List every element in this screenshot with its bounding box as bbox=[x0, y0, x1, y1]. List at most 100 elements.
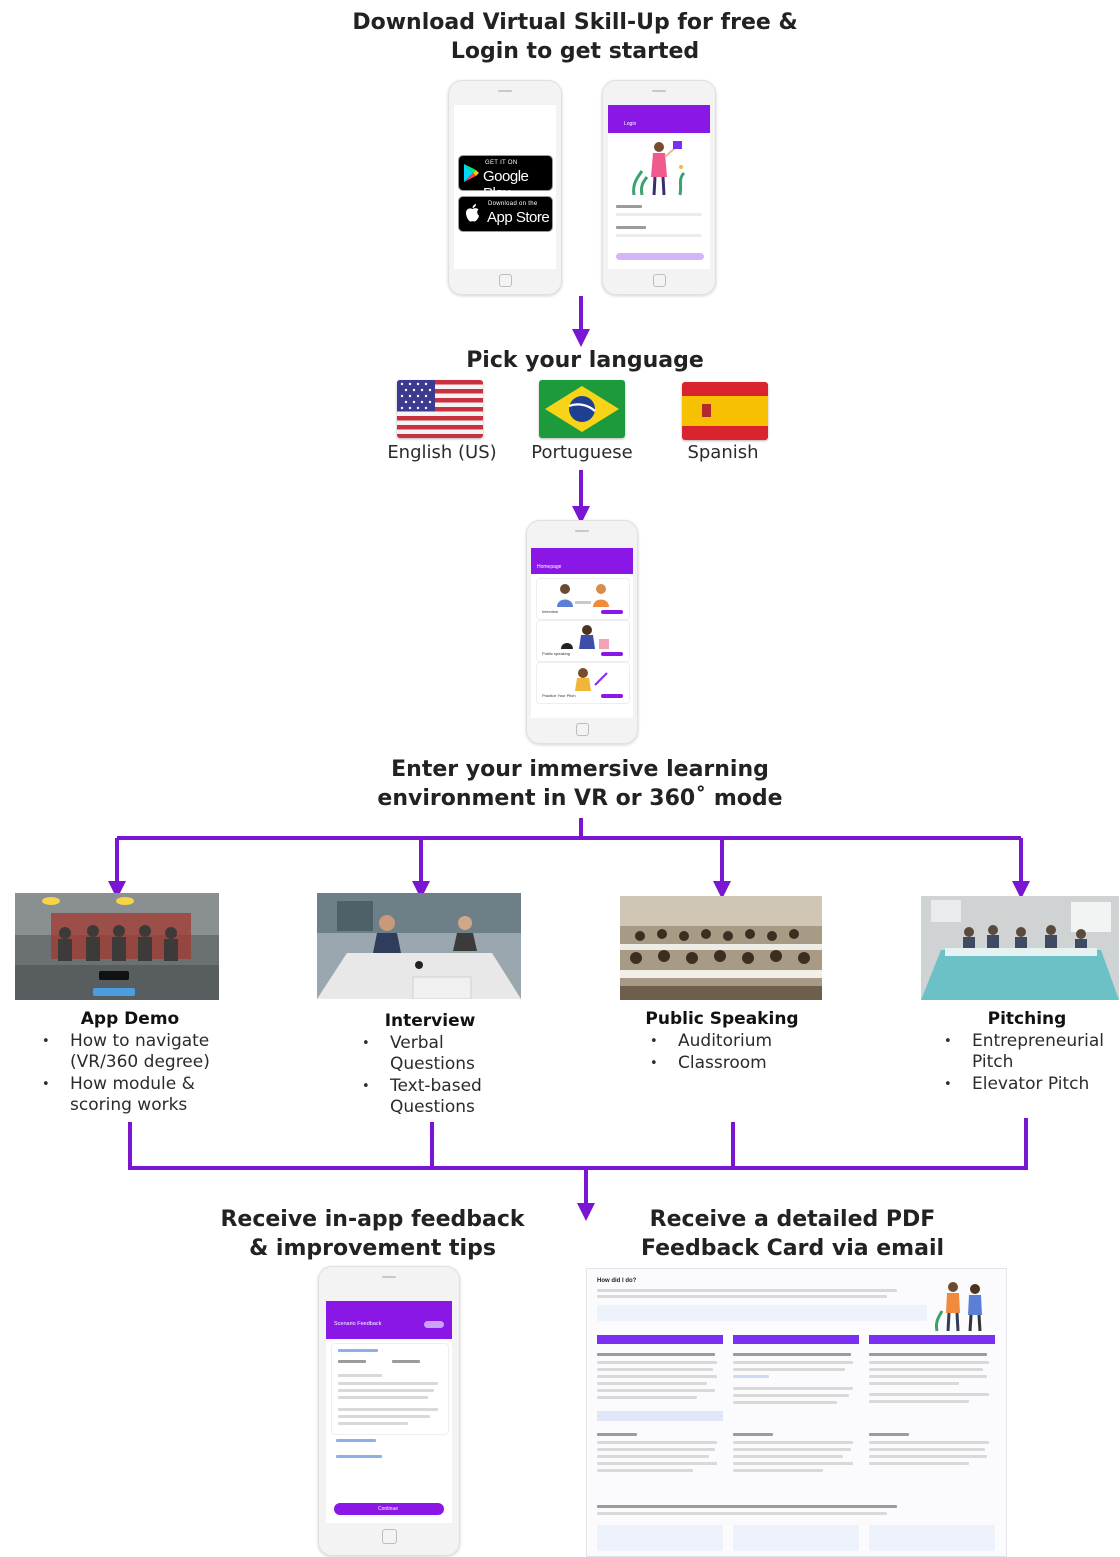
pdf-intro-line bbox=[597, 1289, 897, 1292]
public-speaking-illustration bbox=[561, 625, 609, 649]
pdf-card-title: How did I do? bbox=[597, 1278, 637, 1284]
home-button bbox=[382, 1529, 397, 1544]
interview-bullet: Text-based Questions bbox=[360, 1076, 510, 1118]
app-demo-bullet: How module & scoring works bbox=[40, 1074, 240, 1116]
pitching-bullet: Elevator Pitch bbox=[942, 1074, 1112, 1095]
homepage-item-button bbox=[601, 610, 623, 614]
public-speaking-bullet: Auditorium bbox=[648, 1031, 818, 1052]
feedback-card-line bbox=[338, 1396, 428, 1399]
brazil-flag-icon[interactable] bbox=[539, 380, 625, 438]
homepage-title: Homepage bbox=[537, 564, 562, 570]
pdf-text-line bbox=[597, 1505, 897, 1508]
interview-image[interactable] bbox=[317, 893, 521, 999]
spain-flag-icon[interactable] bbox=[682, 382, 768, 440]
apple-icon bbox=[466, 204, 479, 222]
google-play-badge[interactable]: GET IT ON Google Play bbox=[458, 155, 553, 202]
pdf-feedback-card[interactable]: How did I do? bbox=[586, 1268, 1007, 1557]
phone-speaker bbox=[382, 1276, 396, 1278]
us-flag-icon[interactable] bbox=[397, 380, 483, 438]
login-illustration bbox=[632, 141, 686, 196]
pdf-text-line bbox=[597, 1382, 707, 1385]
feedback-toggle bbox=[424, 1321, 444, 1328]
app-demo-bullets: How to navigate (VR/360 degree) How modu… bbox=[40, 1031, 240, 1117]
pdf-meta-row bbox=[597, 1305, 927, 1321]
pdf-text-line bbox=[597, 1441, 717, 1444]
pdf-text-line bbox=[597, 1433, 637, 1436]
pdf-text-line bbox=[869, 1393, 989, 1396]
app-store-badge[interactable]: Download on the App Store bbox=[458, 196, 553, 232]
home-button bbox=[576, 723, 589, 736]
pdf-text-line bbox=[733, 1433, 773, 1436]
home-button bbox=[499, 274, 512, 287]
feedback-continue-button[interactable]: Continue bbox=[334, 1503, 444, 1515]
category-title-interview: Interview bbox=[384, 1011, 476, 1031]
download-heading-line2: Login to get started bbox=[450, 39, 700, 64]
login-phone-screen: Login bbox=[608, 105, 710, 269]
pdf-text-line bbox=[597, 1361, 717, 1364]
pdf-heading-line1: Receive a detailed PDF bbox=[649, 1207, 936, 1232]
pdf-text-line bbox=[869, 1375, 987, 1378]
store-phone-screen: GET IT ON Google Play Download on the Ap… bbox=[454, 105, 556, 269]
homepage-item-public-speaking: Public speaking bbox=[542, 651, 571, 656]
login-password-field bbox=[616, 234, 702, 237]
phone-speaker bbox=[498, 90, 512, 92]
app-demo-image[interactable] bbox=[15, 893, 219, 1000]
google-play-small-text: GET IT ON bbox=[485, 160, 518, 166]
login-email-label bbox=[616, 205, 642, 208]
feedback-card bbox=[331, 1343, 449, 1435]
feedback-card-line bbox=[338, 1374, 382, 1377]
feedback-phone-screen: Scenario Feedback Continue bbox=[326, 1301, 452, 1523]
feedback-card-line bbox=[338, 1349, 378, 1352]
pdf-text-line bbox=[869, 1361, 989, 1364]
enter-heading-line1: Enter your immersive learning bbox=[391, 757, 769, 782]
enter-heading: Enter your immersive learning environmen… bbox=[330, 755, 830, 813]
login-title: Login bbox=[624, 121, 637, 127]
feedback-card-line bbox=[392, 1360, 420, 1363]
feedback-card-line bbox=[338, 1422, 408, 1425]
pdf-text-line bbox=[733, 1387, 853, 1390]
homepage-phone: Homepage Interview Public speaking bbox=[526, 520, 638, 744]
google-play-icon bbox=[464, 164, 479, 182]
pdf-text-line bbox=[597, 1512, 887, 1515]
store-phone: GET IT ON Google Play Download on the Ap… bbox=[448, 80, 562, 295]
pdf-summary-box bbox=[597, 1525, 723, 1551]
pdf-text-line bbox=[733, 1375, 769, 1378]
app-store-small-text: Download on the bbox=[488, 201, 538, 207]
home-button bbox=[653, 274, 666, 287]
pdf-intro-line bbox=[597, 1295, 887, 1298]
pdf-text-line bbox=[869, 1448, 985, 1451]
feedback-card-line bbox=[338, 1382, 438, 1385]
feedback-title: Scenario Feedback bbox=[334, 1321, 382, 1327]
pdf-text-line bbox=[733, 1353, 851, 1356]
pdf-range-bar bbox=[597, 1411, 723, 1421]
pdf-text-line bbox=[597, 1389, 715, 1392]
pdf-text-line bbox=[597, 1353, 715, 1356]
pdf-text-line bbox=[597, 1396, 697, 1399]
feedback-header-bar: Scenario Feedback bbox=[326, 1301, 452, 1339]
homepage-item-pitch: Practice Your Pitch bbox=[542, 693, 576, 698]
pdf-text-line bbox=[733, 1462, 853, 1465]
pdf-text-line bbox=[733, 1448, 851, 1451]
phone-speaker bbox=[575, 530, 589, 532]
pdf-people-illustration bbox=[935, 1282, 982, 1332]
login-header-bar: Login bbox=[608, 105, 710, 133]
download-heading: Download Virtual Skill-Up for free & Log… bbox=[330, 8, 820, 66]
feedback-phone: Scenario Feedback Continue bbox=[318, 1266, 460, 1556]
public-speaking-image[interactable] bbox=[620, 896, 822, 1000]
pdf-text-line bbox=[733, 1401, 837, 1404]
pitching-image[interactable] bbox=[921, 896, 1119, 1000]
language-label-portuguese: Portuguese bbox=[531, 442, 633, 463]
pdf-text-line bbox=[597, 1462, 717, 1465]
pdf-text-line bbox=[869, 1441, 989, 1444]
pdf-text-line bbox=[733, 1368, 845, 1371]
pitch-illustration bbox=[575, 668, 608, 691]
pitching-bullets: Entrepreneurial Pitch Elevator Pitch bbox=[942, 1031, 1112, 1096]
download-heading-line1: Download Virtual Skill-Up for free & bbox=[352, 10, 798, 35]
pdf-text-line bbox=[869, 1353, 987, 1356]
category-title-app-demo: App Demo bbox=[80, 1009, 180, 1029]
pdf-text-line bbox=[733, 1361, 853, 1364]
homepage-card-pitch: Practice Your Pitch bbox=[536, 662, 630, 704]
phone-speaker bbox=[652, 90, 666, 92]
pdf-feedback-heading: Receive a detailed PDF Feedback Card via… bbox=[630, 1205, 955, 1263]
